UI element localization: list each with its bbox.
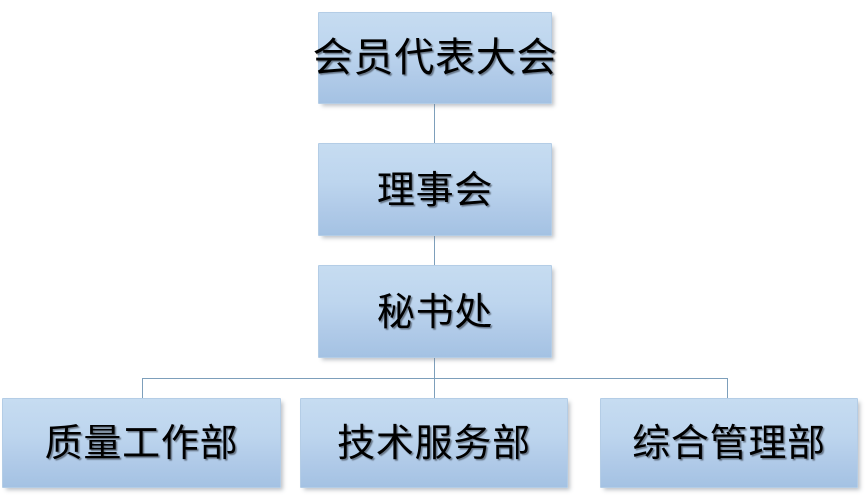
org-node-assembly[interactable]: 会员代表大会 xyxy=(313,12,557,104)
connector-bus-to-dept-quality xyxy=(142,378,143,399)
org-node-dept-general-label: 综合管理部 xyxy=(632,421,826,465)
connector-bus-to-dept-general xyxy=(727,378,728,399)
org-node-council[interactable]: 理事会 xyxy=(318,143,552,236)
org-node-dept-general[interactable]: 综合管理部 xyxy=(600,398,858,488)
org-node-assembly-label: 会员代表大会 xyxy=(312,35,558,81)
org-node-secretariat-label: 秘书处 xyxy=(376,289,494,334)
org-node-dept-technical-label: 技术服务部 xyxy=(337,421,531,465)
org-node-council-label: 理事会 xyxy=(376,167,494,212)
connector-assembly-to-council xyxy=(434,104,435,144)
connector-council-to-secretariat xyxy=(434,236,435,266)
org-node-secretariat[interactable]: 秘书处 xyxy=(318,265,552,358)
org-node-dept-quality-label: 质量工作部 xyxy=(44,421,239,465)
org-node-dept-technical[interactable]: 技术服务部 xyxy=(300,398,568,488)
org-node-dept-quality[interactable]: 质量工作部 xyxy=(2,398,281,488)
connector-horizontal-bus xyxy=(142,378,728,379)
